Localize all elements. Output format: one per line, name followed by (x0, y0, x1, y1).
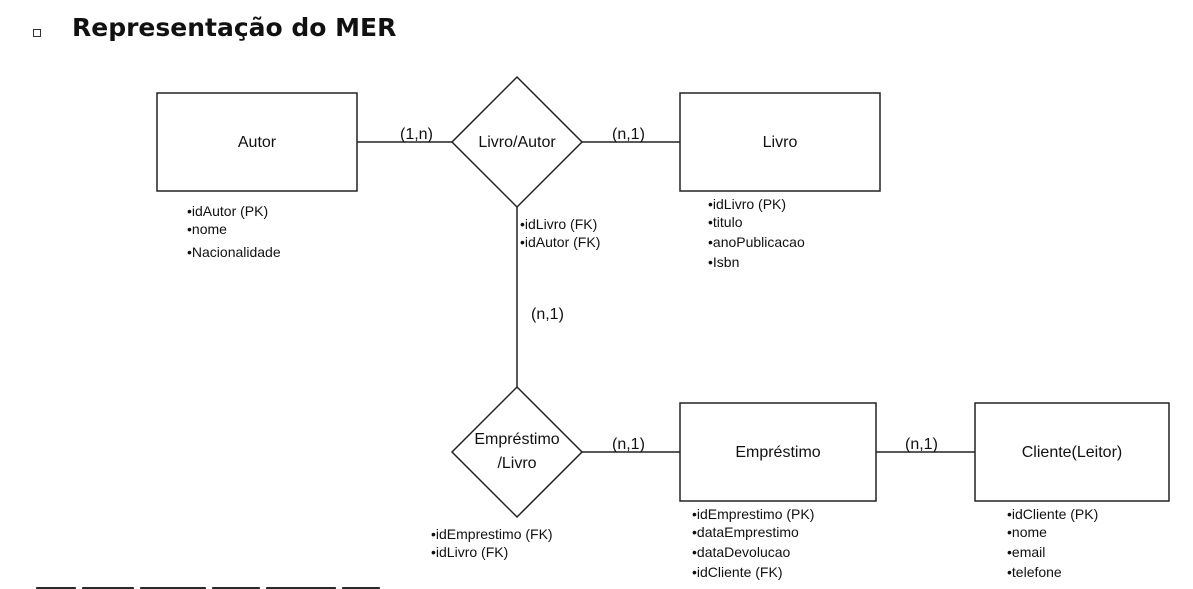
cardinality-livroautor-livro: (n,1) (612, 126, 645, 143)
attr-autor-2: •nome (187, 221, 227, 237)
entity-emprestimo-box (679, 402, 877, 502)
attr-emprestimolivro-1: •idEmprestimo (FK) (431, 526, 553, 542)
entity-emprestimo-name: Empréstimo (735, 444, 820, 461)
attr-emprestimo-2: •dataEmprestimo (692, 524, 799, 540)
cardinality-emprestimo-cliente: (n,1) (905, 436, 938, 453)
relationship-emprestimolivro-name-line1: Empréstimo (474, 431, 559, 448)
bullet-square-icon (33, 29, 41, 37)
attr-livroautor-1: •idLivro (FK) (520, 216, 597, 232)
attr-livro-4: •Isbn (708, 254, 739, 270)
attr-emprestimolivro-2: •idLivro (FK) (431, 544, 508, 560)
entity-livro-name: Livro (763, 134, 798, 151)
entity-cliente-name: Cliente(Leitor) (1022, 444, 1122, 461)
attr-autor-3: •Nacionalidade (187, 244, 281, 260)
entity-autor-name: Autor (238, 134, 277, 151)
entity-livro-box (679, 92, 881, 192)
entity-cliente-box (974, 402, 1170, 502)
cardinality-autor-livroautor: (1,n) (400, 126, 433, 143)
attr-livro-1: •idLivro (PK) (708, 196, 786, 212)
cardinality-emprestimolivro-emprestimo: (n,1) (612, 436, 645, 453)
relationship-emprestimolivro-name-line2: /Livro (497, 455, 536, 472)
attr-livro-2: •titulo (708, 214, 743, 230)
relationship-emprestimolivro-diamond (450, 385, 584, 519)
relationship-livroautor-diamond (450, 75, 584, 209)
attr-emprestimo-4: •idCliente (FK) (692, 564, 782, 580)
attr-cliente-1: •idCliente (PK) (1007, 506, 1098, 522)
page-title: Representação do MER (72, 13, 397, 42)
entity-autor-box (156, 92, 358, 192)
attr-cliente-3: •email (1007, 544, 1045, 560)
attr-emprestimo-1: •idEmprestimo (PK) (692, 506, 814, 522)
attr-autor-1: •idAutor (PK) (187, 203, 268, 219)
attr-cliente-4: •telefone (1007, 564, 1062, 580)
attr-emprestimo-3: •dataDevolucao (692, 544, 791, 560)
cropped-caption-fragment (36, 584, 416, 589)
attr-livroautor-2: •idAutor (FK) (520, 234, 600, 250)
cardinality-livroautor-emprestimolivro: (n,1) (531, 306, 564, 323)
attr-cliente-2: •nome (1007, 524, 1047, 540)
relationship-livroautor-name: Livro/Autor (478, 134, 556, 151)
attr-livro-3: •anoPublicacao (708, 234, 805, 250)
